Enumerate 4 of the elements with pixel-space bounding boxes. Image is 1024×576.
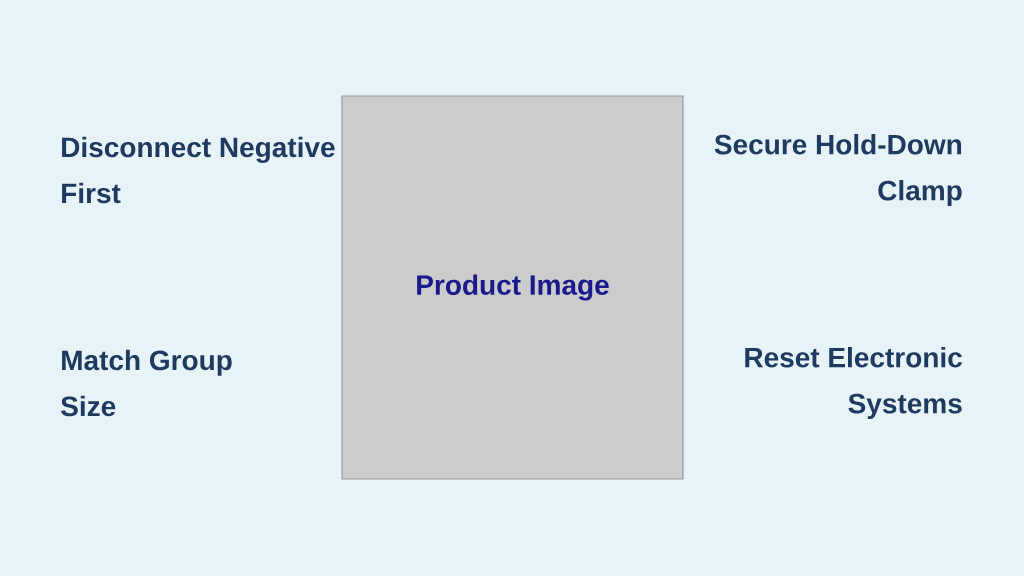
step-label: Secure Hold-Down Clamp xyxy=(714,133,962,207)
image-placeholder-box: Product Image xyxy=(341,95,684,480)
step-label: Reset Electronic Systems xyxy=(745,346,962,420)
step-label: Match Group Size xyxy=(61,349,232,417)
